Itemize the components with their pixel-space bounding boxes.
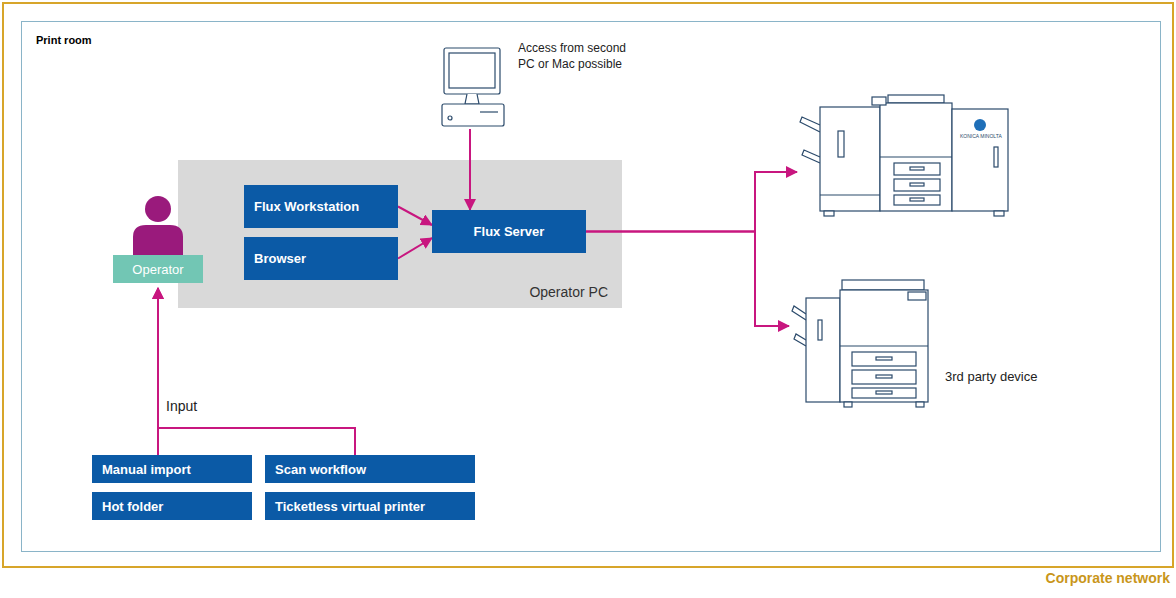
printer-drawing-part — [994, 147, 998, 167]
printer-drawing-part — [876, 357, 892, 360]
connector — [398, 207, 432, 226]
connector — [586, 232, 789, 327]
person-icon-part — [145, 196, 171, 222]
printer-drawing — [790, 280, 930, 410]
printer-drawing-part — [806, 298, 840, 402]
printer-drawing-part — [802, 150, 820, 163]
printer-drawing-part — [794, 334, 806, 346]
operator-text: Operator — [132, 262, 183, 277]
device-label: 3rd party device — [945, 369, 1038, 384]
computer-icon-part — [480, 111, 498, 112]
process-box: Flux Workstation — [244, 185, 398, 228]
printer-drawing-part — [842, 280, 924, 290]
printer-drawing-part — [844, 402, 852, 407]
printer-drawing-part — [820, 194, 880, 195]
computer-icon-part — [444, 48, 500, 94]
printer-drawing-part — [880, 103, 952, 211]
computer-icon-part — [449, 53, 495, 88]
operator-figure: Operator — [113, 193, 203, 285]
printer-drawing-part — [910, 198, 924, 201]
production-printer: KONICA MINOLTA — [798, 95, 1010, 220]
box-text: Browser — [254, 251, 306, 266]
box-text: Flux Workstation — [254, 199, 359, 214]
printer-drawing-part — [824, 211, 834, 216]
connector — [158, 288, 355, 455]
area-title: Operator PC — [529, 284, 608, 300]
printer-drawing — [798, 95, 1010, 220]
room-frame: Print roomOperatorOperator PC Flux Workst… — [21, 21, 1161, 552]
printer-drawing-part — [894, 179, 940, 191]
note-text: Access from second PC or Mac possible — [518, 40, 640, 72]
printer-drawing-part — [852, 388, 916, 398]
printer-drawing-part — [894, 163, 940, 175]
office-printer: 3rd party device — [790, 280, 1060, 410]
printer-drawing-part — [994, 211, 1004, 216]
operator-label: Operator — [113, 255, 203, 283]
printer-drawing-part — [840, 345, 928, 346]
pc-area: Operator PC Flux WorkstationBrowser Flux S… — [178, 160, 622, 308]
person-icon — [113, 193, 203, 263]
process-box: Browser — [244, 237, 398, 280]
printer-drawing-part — [910, 183, 924, 186]
printer-drawing-part — [952, 109, 1008, 211]
printer-drawing-part — [838, 131, 844, 157]
computer: Access from second PC or Mac possible — [440, 40, 680, 128]
connector — [469, 129, 471, 210]
network-frame: Corporate networkPrint roomOperatorOpera… — [2, 2, 1174, 568]
computer-icon-part — [442, 104, 504, 126]
frame-title: Print room — [36, 34, 92, 46]
printer-drawing-part — [840, 290, 928, 402]
connector — [398, 238, 432, 259]
printer-drawing-part — [876, 375, 892, 378]
printer-drawing-part — [880, 156, 952, 157]
process-box: Hot folder — [92, 492, 252, 520]
computer-icon — [440, 40, 510, 128]
printer-drawing-part — [974, 119, 986, 131]
computer-icon-part — [448, 116, 452, 120]
flow-label: Input — [166, 398, 197, 414]
box-text: Manual import — [102, 462, 191, 477]
printer-drawing-part — [872, 97, 886, 105]
pc-area-fill — [178, 160, 622, 308]
printer-drawing-part — [916, 402, 924, 407]
printer-drawing-part — [908, 292, 926, 300]
frame-title: Corporate network — [1046, 570, 1170, 586]
printer-drawing-part — [888, 95, 944, 103]
printer-drawing-part — [910, 167, 924, 170]
process-box: Manual import — [92, 455, 252, 483]
logo-text: KONICA MINOLTA — [960, 133, 1002, 139]
process-box: Scan workflow — [265, 455, 475, 483]
box-text: Hot folder — [102, 499, 163, 514]
box-text: Ticketless virtual printer — [275, 499, 425, 514]
box-text: Flux Server — [474, 224, 545, 239]
printer-drawing-part — [852, 370, 916, 384]
printer-drawing-part — [852, 352, 916, 366]
printer-drawing-part — [792, 306, 806, 320]
printer-drawing-part — [818, 320, 822, 340]
printer-drawing-part — [800, 117, 820, 132]
connector — [586, 172, 797, 232]
printer-drawing-part — [894, 195, 940, 205]
printer-drawing-part — [820, 107, 880, 211]
computer-icon-part — [465, 94, 479, 104]
process-box: Flux Server — [432, 210, 586, 253]
process-box: Ticketless virtual printer — [265, 492, 475, 520]
box-text: Scan workflow — [275, 462, 366, 477]
printer-drawing-part — [876, 391, 892, 394]
